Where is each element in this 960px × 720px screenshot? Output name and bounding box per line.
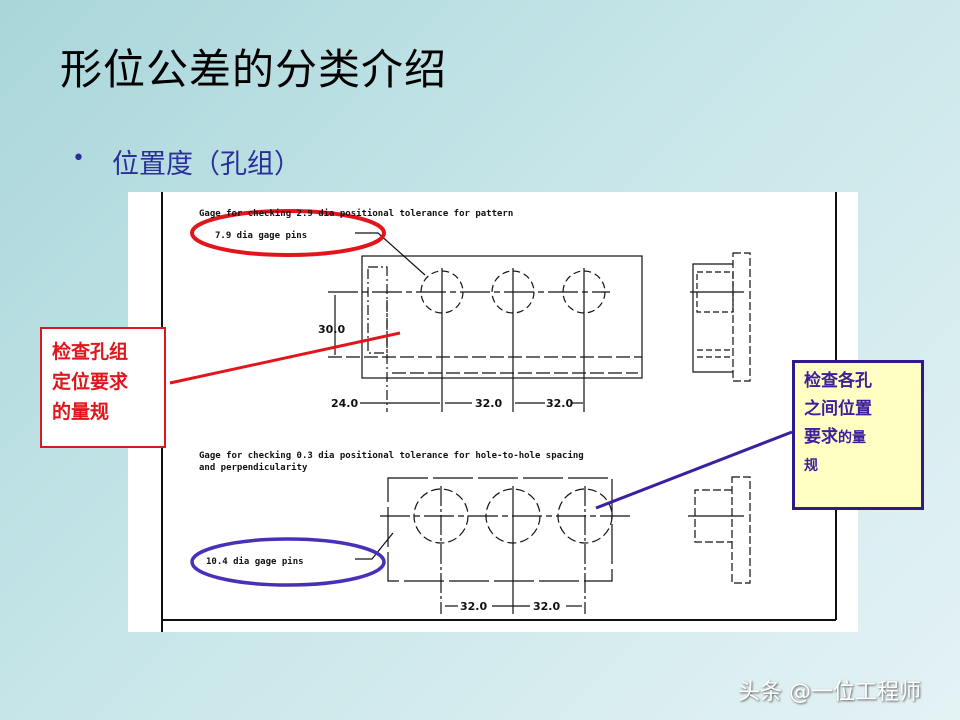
- top-dim-offset: 24.0: [331, 397, 358, 410]
- callout-line: 规: [804, 458, 818, 474]
- red-highlight-ellipse: [190, 209, 386, 257]
- bottom-pins-label: 10.4 dia gage pins: [206, 556, 304, 567]
- bottom-caption-line1: Gage for checking 0.3 dia positional tol…: [199, 450, 584, 461]
- top-dim-spacing-1: 32.0: [475, 397, 502, 410]
- top-gage: [328, 232, 751, 412]
- callout-line: 定位要求: [52, 371, 129, 393]
- bottom-caption-line2: and perpendicularity: [199, 462, 308, 473]
- top-dim-height: 30.0: [318, 323, 345, 336]
- slide-bullet-text: 位置度（孔组）: [112, 149, 301, 180]
- watermark: 头条 @一位工程师: [738, 680, 921, 705]
- purple-callout-box: 检查各孔 之间位置 要求的量 规: [792, 360, 924, 510]
- bullet-icon: •: [72, 146, 85, 171]
- technical-drawing: [128, 192, 858, 632]
- callout-line: 要求的量: [804, 423, 921, 452]
- top-dim-spacing-2: 32.0: [546, 397, 573, 410]
- callout-line: 的量规: [52, 401, 110, 423]
- callout-line: 之间位置: [804, 399, 872, 419]
- callout-text: 的量: [838, 430, 866, 446]
- red-callout-leader: [169, 331, 401, 385]
- red-callout-box: 检查孔组 定位要求 的量规: [40, 327, 166, 448]
- slide-title: 形位公差的分类介绍: [60, 45, 448, 94]
- callout-line: 检查孔组: [52, 341, 129, 363]
- callout-text: 要求: [804, 427, 838, 447]
- bottom-dim-spacing-2: 32.0: [533, 600, 560, 613]
- top-pins-label: 7.9 dia gage pins: [215, 230, 307, 241]
- callout-line: 检查各孔: [804, 371, 872, 391]
- bottom-gage: [355, 476, 751, 614]
- purple-callout-leader: [595, 430, 793, 510]
- top-caption: Gage for checking 2.9 dia positional tol…: [199, 208, 513, 219]
- bottom-dim-spacing-1: 32.0: [460, 600, 487, 613]
- purple-highlight-ellipse: [190, 537, 386, 587]
